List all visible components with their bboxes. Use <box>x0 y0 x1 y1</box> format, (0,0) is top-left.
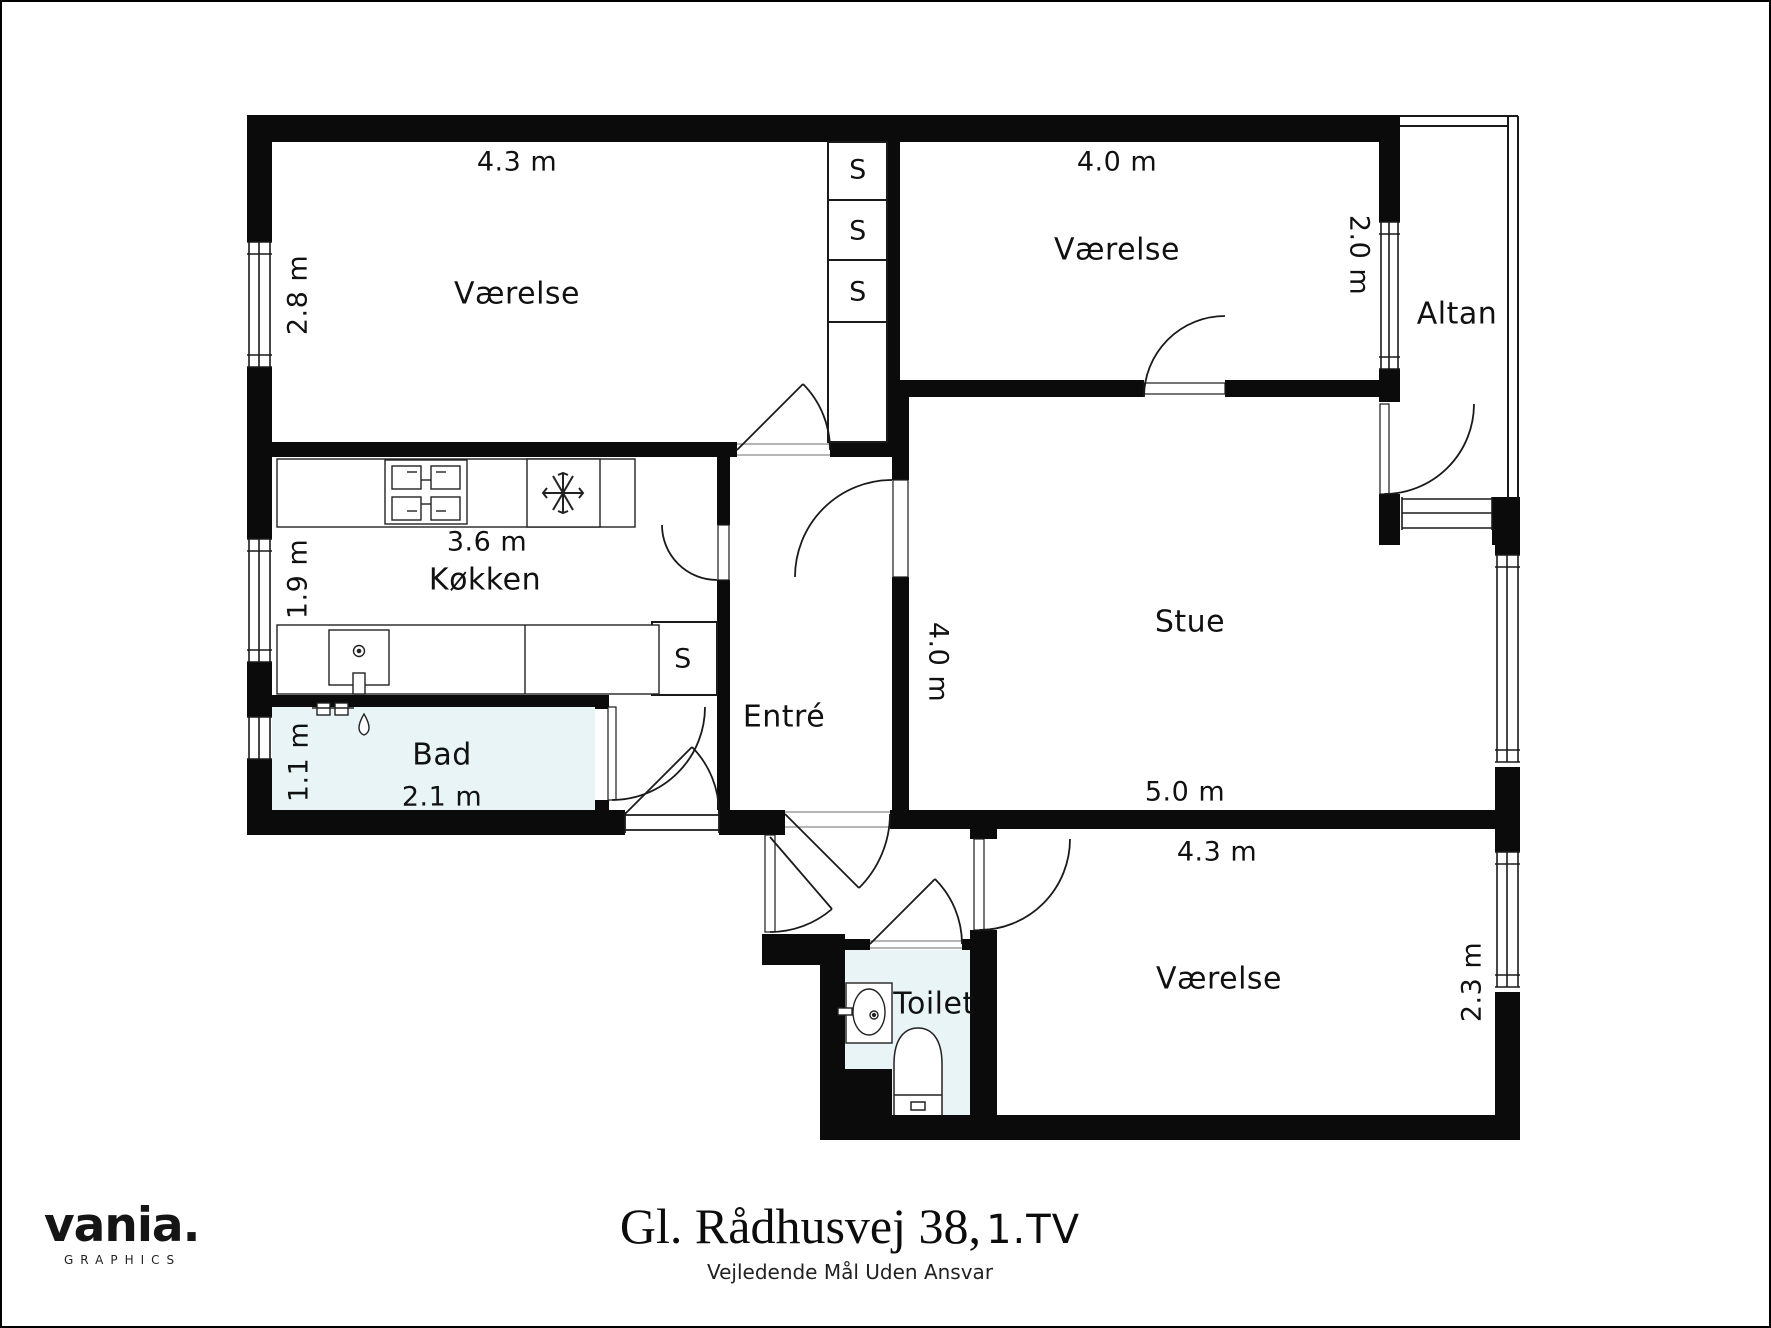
plan-title-address: Gl. Rådhusvej 38, <box>619 1198 982 1254</box>
plan-disclaimer: Vejledende Mål Uden Ansvar <box>706 1260 994 1284</box>
logo-wordmark: vania. <box>44 1198 201 1253</box>
closet-label-3: S <box>849 276 867 308</box>
room-label-entre: Entré <box>742 699 826 735</box>
room-label-stue: Stue <box>1154 604 1226 640</box>
entrance-threshold <box>624 812 720 833</box>
closet-label-2: S <box>849 215 867 247</box>
windows <box>247 221 1520 988</box>
dim-bad-width: 2.1 m <box>401 781 483 813</box>
room-label-bedroom-b: Værelse <box>1155 961 1283 997</box>
dim-bedroom-tr-width: 4.0 m <box>1076 146 1158 178</box>
toilet-sink-icon <box>837 982 893 1044</box>
shower-icon <box>312 702 370 736</box>
dim-kitchen-width: 3.6 m <box>446 526 528 558</box>
stove-icon <box>384 459 468 525</box>
closet-label-kitchen: S <box>674 643 692 675</box>
dim-stue-width: 5.0 m <box>1144 776 1226 808</box>
dim-bedroom-tl-width: 4.3 m <box>476 146 558 178</box>
closet-label-1: S <box>849 154 867 186</box>
plan-title: Gl. Rådhusvej 38, 1.TV <box>620 1197 1080 1255</box>
logo-subtitle: GRAPHICS <box>64 1253 182 1267</box>
room-label-bedroom-tr: Værelse <box>1053 232 1181 268</box>
walls <box>247 115 1520 1140</box>
toilet-icon <box>893 1027 943 1115</box>
dim-bedroom-b-height: 2.3 m <box>1456 941 1488 1023</box>
dim-stue-height: 4.0 m <box>922 621 954 703</box>
wet-room-fills <box>272 707 970 1115</box>
plan-title-unit: 1.TV <box>986 1207 1081 1253</box>
room-label-balcony: Altan <box>1416 296 1498 332</box>
dim-kitchen-height: 1.9 m <box>282 538 314 620</box>
balcony-walls <box>1400 115 1519 499</box>
dim-bedroom-b-width: 4.3 m <box>1176 836 1258 868</box>
room-label-bad: Bad <box>412 737 472 773</box>
fridge-icon <box>526 458 601 528</box>
dim-bedroom-tl-height: 2.8 m <box>282 254 314 336</box>
doors <box>607 315 1475 949</box>
kitchen-sink-icon <box>328 629 390 695</box>
room-label-kitchen: Køkken <box>428 562 542 598</box>
dim-bedroom-tr-height: 2.0 m <box>1343 214 1375 296</box>
room-label-bedroom-tl: Værelse <box>453 276 581 312</box>
room-label-toilet: Toilet <box>893 986 975 1022</box>
vania-graphics-logo: vania. GRAPHICS <box>44 1202 264 1267</box>
dim-bad-height: 1.1 m <box>283 721 315 803</box>
